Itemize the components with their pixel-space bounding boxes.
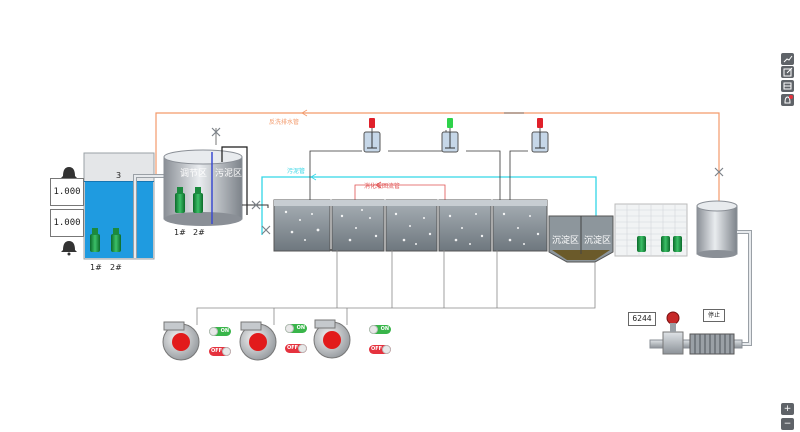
switch-off-label: OFF: [371, 346, 383, 352]
alarm-bell-icon[interactable]: [781, 94, 794, 106]
collection-pumps: [90, 228, 121, 252]
switch-knob: [209, 327, 218, 336]
blower-3: [313, 319, 351, 359]
zoom-in-button[interactable]: +: [781, 403, 794, 415]
adjust-pump-2-label: 2#: [193, 228, 205, 237]
switch-on-label: ON: [220, 328, 229, 334]
return-pipe-label: 消化液回流管: [364, 183, 401, 190]
adjust-zone-label: 调节区: [180, 169, 208, 179]
sludge-zone-label: 污泥区: [215, 169, 243, 179]
blower-1: [162, 321, 200, 361]
switch-knob: [382, 345, 391, 354]
blower-3-off-switch[interactable]: OFF: [369, 345, 391, 354]
blower-2-off-switch[interactable]: OFF: [285, 344, 307, 353]
sludge-pipe-label: 污泥管: [287, 168, 306, 175]
air-pipes: [196, 250, 596, 325]
level-reading-top: 1.000: [50, 178, 84, 206]
agitator-icon: [441, 118, 459, 153]
outlet-pipe: [221, 146, 248, 215]
edit-icon[interactable]: [781, 66, 794, 78]
agitator-2[interactable]: [441, 118, 459, 156]
switch-knob: [369, 325, 378, 334]
collection-pump-1-label: 1#: [90, 263, 102, 272]
pipe-silencer: [689, 333, 735, 355]
adjust-tank: [163, 149, 243, 226]
agitator-icon: [531, 118, 549, 153]
switch-knob: [285, 324, 294, 333]
blower-1-off-switch[interactable]: OFF: [209, 347, 231, 356]
adjust-pumps: [175, 187, 203, 213]
switch-off-label: OFF: [211, 348, 223, 354]
zoom-out-button[interactable]: −: [781, 418, 794, 430]
switch-knob: [222, 347, 231, 356]
chart-icon[interactable]: [781, 53, 794, 65]
switch-on-label: ON: [380, 326, 389, 332]
sludge-pipe: [261, 176, 597, 235]
collection-level-label: 3: [116, 171, 122, 180]
settling-tank: [548, 215, 614, 263]
blower-1-on-switch[interactable]: ON: [209, 327, 231, 336]
blower-2: [239, 321, 277, 361]
flow-meter: [662, 311, 684, 355]
aeration-tanks: [273, 199, 548, 252]
agitator-icon: [363, 118, 381, 153]
switch-off-label: OFF: [287, 345, 299, 351]
settling-zone-2-label: 沉淀区: [584, 236, 612, 246]
flow-meter-status[interactable]: 停止: [703, 309, 725, 322]
filter-pumps: [637, 236, 682, 252]
collection-tank: [83, 152, 155, 260]
digest-return-pipe: [354, 184, 446, 207]
table-icon[interactable]: [781, 80, 794, 92]
blower-2-on-switch[interactable]: ON: [285, 324, 307, 333]
valves: [211, 127, 724, 235]
aeration-bubbles: [284, 209, 540, 245]
switch-on-label: ON: [296, 325, 305, 331]
backwash-drain-pipe: [155, 112, 720, 205]
collection-pump-2-label: 2#: [110, 263, 122, 272]
level-reading-bottom: 1.000: [50, 209, 84, 237]
clean-water-tank: [696, 200, 738, 258]
backwash-pipe-label: 反洗排水管: [269, 119, 300, 126]
agitator-1[interactable]: [363, 118, 381, 156]
agitator-3[interactable]: [531, 118, 549, 156]
switch-knob: [298, 344, 307, 353]
blower-3-on-switch[interactable]: ON: [369, 325, 391, 334]
adjust-pump-1-label: 1#: [174, 228, 186, 237]
settling-zone-1-label: 沉淀区: [552, 236, 580, 246]
flow-meter-display: 6244: [628, 312, 656, 326]
